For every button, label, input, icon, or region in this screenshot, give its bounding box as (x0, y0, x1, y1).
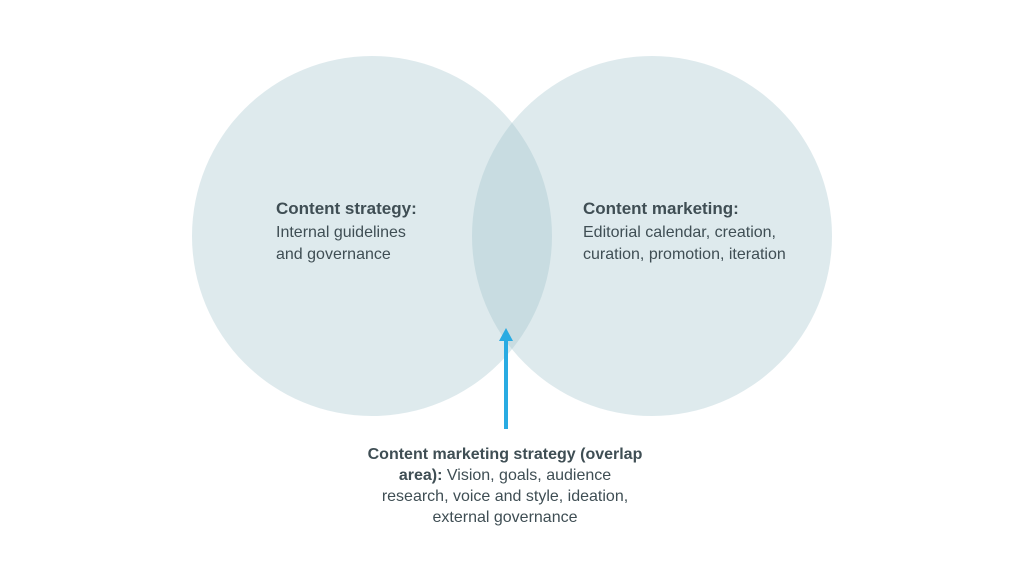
overlap-caption-title: Content marketing strategy (overlap area… (367, 446, 643, 484)
right-circle-description: Editorial calendar, creation, curation, … (583, 224, 786, 263)
overlap-caption: Content marketing strategy (overlap area… (366, 444, 644, 528)
right-circle-label: Content marketing: Editorial calendar, c… (583, 198, 786, 266)
left-circle-content-strategy (192, 56, 552, 416)
overlap-arrow-stem (504, 340, 508, 429)
right-circle-content-marketing (472, 56, 832, 416)
right-circle-title: Content marketing: (583, 199, 739, 218)
overlap-arrow-up-icon (499, 328, 513, 341)
left-circle-description: Internal guidelines and governance (276, 224, 406, 263)
overlap-caption-description: Vision, goals, audience research, voice … (381, 467, 629, 526)
left-circle-label: Content strategy: Internal guidelines an… (276, 198, 417, 266)
left-circle-title: Content strategy: (276, 199, 417, 218)
